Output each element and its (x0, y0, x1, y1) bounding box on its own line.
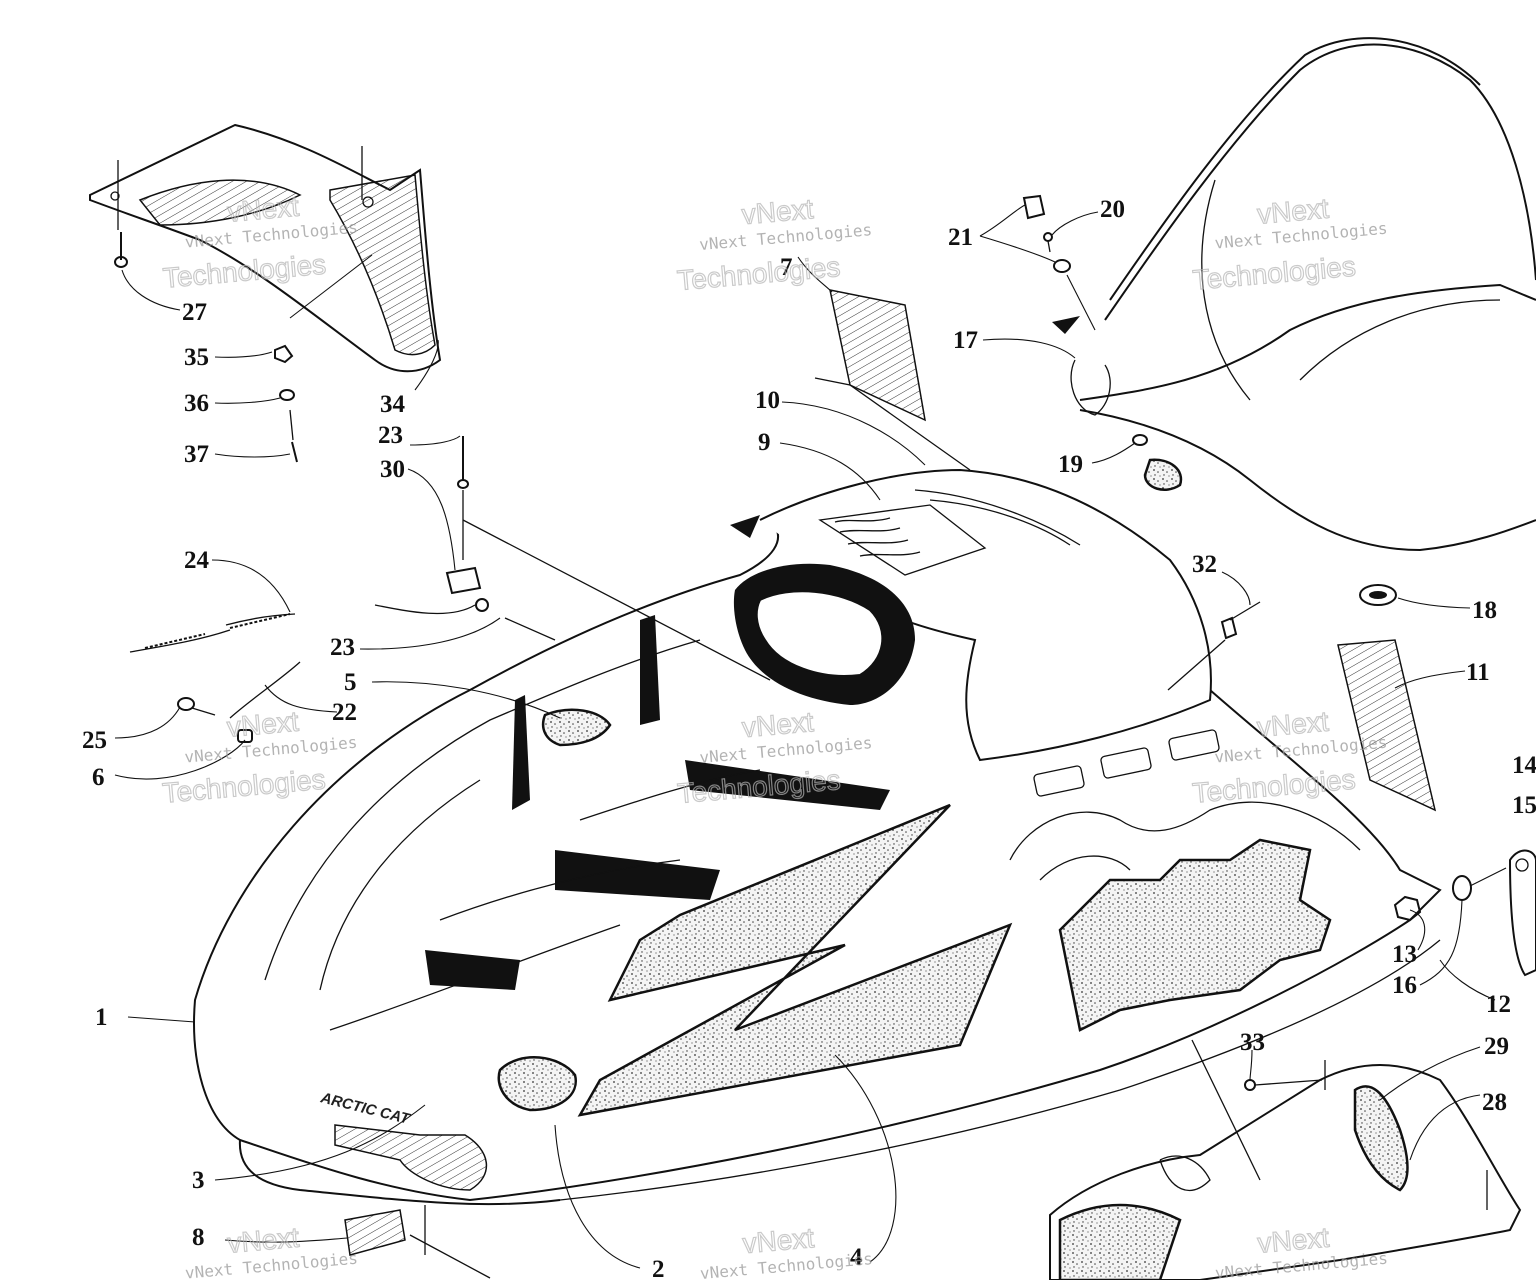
callout-24: 24 (184, 547, 210, 574)
callout-29: 29 (1484, 1033, 1509, 1060)
svg-text:vNext: vNext (1256, 706, 1330, 743)
callout-10: 10 (755, 387, 780, 414)
svg-text:vNext: vNext (226, 191, 300, 228)
callout-33: 33 (1240, 1029, 1265, 1056)
callout-23a: 23 (378, 422, 403, 449)
callout-9: 9 (758, 429, 771, 456)
svg-text:vNext: vNext (740, 193, 814, 230)
fastener-19 (1132, 434, 1183, 491)
nut-13 (1393, 895, 1422, 922)
callout-25: 25 (82, 727, 107, 754)
callout-14: 14 (1512, 752, 1536, 779)
hood-logo-decal: ARCTIC CAT (318, 1089, 413, 1128)
callout-15: 15 (1512, 792, 1536, 819)
callout-12: 12 (1486, 991, 1511, 1018)
hood-alignment-line (462, 519, 771, 681)
callout-18: 18 (1472, 597, 1497, 624)
rivet-23b (475, 598, 489, 612)
windshield-trim-17 (1070, 359, 1111, 416)
hood-body (193, 468, 1442, 1206)
decal-7 (829, 289, 926, 422)
callout-1: 1 (95, 1004, 108, 1031)
bumper-piece (334, 1124, 487, 1191)
svg-text:vNext: vNext (741, 706, 815, 743)
leader-lines (114, 204, 1496, 1269)
decal-11 (1337, 639, 1437, 812)
callout-35: 35 (184, 344, 209, 371)
callout-5: 5 (344, 669, 357, 696)
mount-bracket-12 (1508, 849, 1536, 977)
svg-text:Technologies: Technologies (1191, 251, 1357, 296)
svg-text:Technologies: Technologies (162, 249, 328, 294)
svg-text:vNext: vNext (1256, 1222, 1330, 1259)
retainer-6 (237, 729, 253, 743)
callout-20: 20 (1100, 196, 1125, 223)
callout-3: 3 (192, 1167, 205, 1194)
callout-19: 19 (1058, 451, 1083, 478)
cable-22 (229, 604, 476, 719)
side-panel-34 (89, 123, 442, 373)
callout-16: 16 (1392, 972, 1417, 999)
rivet-33 (1191, 1039, 1488, 1210)
callout-4: 4 (850, 1244, 863, 1271)
decal-7-backing (814, 377, 971, 471)
reflector-left (497, 1056, 578, 1112)
callout-22: 22 (332, 699, 357, 726)
callout-6: 6 (92, 764, 105, 791)
bracket-8 (344, 1205, 491, 1279)
clip-32 (1220, 616, 1238, 640)
engine-decal (1058, 838, 1332, 1032)
spring-24 (129, 613, 296, 653)
callout-17: 17 (953, 327, 978, 354)
arrow-indicator-dome (730, 515, 760, 538)
well-nut-21 (1022, 194, 1071, 273)
fastener-stack (114, 146, 373, 463)
callout-30: 30 (380, 456, 405, 483)
svg-text:vNext: vNext (226, 706, 300, 743)
windshield (1079, 37, 1536, 552)
callout-11: 11 (1466, 659, 1490, 686)
callout-7: 7 (780, 254, 793, 281)
z-decal (577, 803, 1013, 1117)
arrow-indicator-17 (1052, 316, 1080, 334)
belly-panel-28 (1049, 1064, 1522, 1282)
filler-piece-5 (541, 708, 612, 747)
svg-text:vNext: vNext (741, 1222, 815, 1259)
pin-23a (457, 436, 469, 560)
callout-28: 28 (1482, 1089, 1507, 1116)
callout-27: 27 (182, 299, 207, 326)
svg-text:Technologies: Technologies (1191, 764, 1357, 809)
callout-8: 8 (192, 1224, 205, 1251)
washer-16 (1452, 875, 1472, 901)
callout-37: 37 (184, 441, 209, 468)
pin-23b (504, 617, 556, 641)
callout-2: 2 (652, 1256, 665, 1280)
svg-text:vNext: vNext (226, 1222, 300, 1259)
svg-text:Technologies: Technologies (676, 251, 842, 296)
callout-34: 34 (380, 391, 406, 418)
svg-text:Technologies: Technologies (161, 764, 327, 809)
grommet-18 (1359, 584, 1397, 606)
svg-text:vNext: vNext (1256, 193, 1330, 230)
callout-labels: 1 2 3 4 5 6 7 8 9 10 11 12 13 14 15 16 1… (82, 196, 1536, 1283)
watermarks: vNext Technologies Technologies vNext vN… (161, 190, 1389, 1283)
callout-13: 13 (1392, 941, 1417, 968)
callout-21: 21 (948, 224, 973, 251)
console-decal (818, 504, 987, 576)
callout-36: 36 (184, 390, 209, 417)
screw-25 (177, 697, 216, 716)
callout-32: 32 (1192, 551, 1217, 578)
screw-20 (1043, 232, 1053, 253)
callout-23b: 23 (330, 634, 355, 661)
bracket-30 (445, 566, 482, 595)
